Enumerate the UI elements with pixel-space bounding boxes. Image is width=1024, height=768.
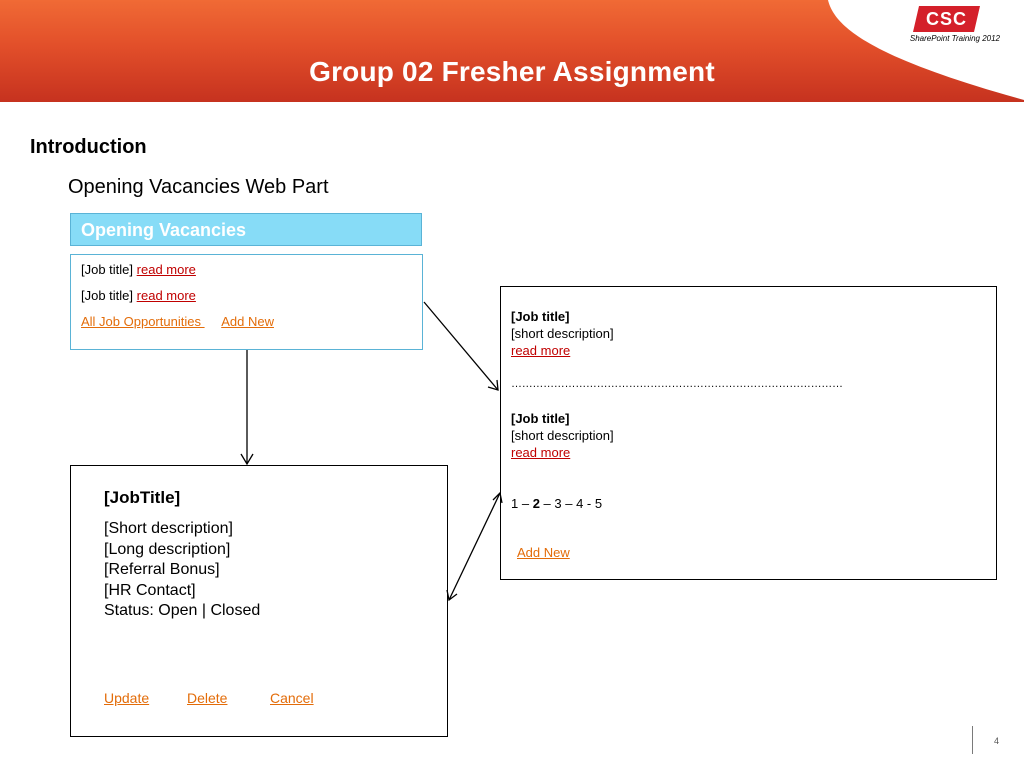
detail-field: [Referral Bonus]: [104, 561, 220, 578]
detail-field: [HR Contact]: [104, 582, 196, 599]
training-label: SharePoint Training 2012: [909, 34, 1000, 43]
add-new-link[interactable]: Add New: [221, 314, 274, 329]
list-separator: …………………………………………………………………………………: [511, 378, 843, 390]
detail-title: [JobTitle]: [104, 488, 181, 507]
pager: 1 – 2 – 3 – 4 - 5: [511, 496, 602, 511]
read-more-link[interactable]: read more: [511, 343, 571, 358]
detail-field: [Long description]: [104, 541, 231, 558]
list-item-description: [short description]: [511, 428, 614, 443]
pager-current-page[interactable]: 2: [532, 496, 540, 511]
webpart-links: All Job Opportunities Add New: [81, 314, 274, 329]
read-more-link[interactable]: read more: [511, 445, 571, 460]
webpart-row: [Job title] read more: [81, 262, 196, 277]
status-field: Status: Open | Closed: [104, 602, 261, 619]
detail-field: [Short description]: [104, 520, 233, 537]
list-view-box: [Job title] [short description] read mor…: [500, 286, 997, 580]
webpart-row: [Job title] read more: [81, 288, 196, 303]
slide-title: Group 02 Fresher Assignment: [309, 56, 715, 87]
update-link[interactable]: Update: [104, 690, 150, 706]
pager-page[interactable]: 1: [511, 496, 519, 511]
csc-logo-text: CSC: [925, 9, 967, 29]
list-item-title: [Job title]: [511, 309, 570, 324]
pager-pages[interactable]: – 3 – 4 - 5: [539, 496, 603, 511]
list-item-description: [short description]: [511, 326, 614, 341]
list-item-title: [Job title]: [511, 411, 570, 426]
detail-view-box: [JobTitle] [Short description] [Long des…: [70, 465, 448, 737]
webpart-body: [Job title] read more [Job title] read m…: [70, 254, 423, 350]
all-job-opportunities-link[interactable]: All Job Opportunities: [81, 314, 205, 329]
arrow-two-way: [448, 492, 501, 601]
section-heading: Introduction: [30, 136, 147, 158]
section-subheading: Opening Vacancies Web Part: [68, 176, 329, 198]
add-new-link[interactable]: Add New: [517, 545, 570, 560]
pager-separator: –: [518, 496, 533, 511]
arrow-to-list: [423, 301, 499, 391]
csc-logo-icon: [913, 6, 980, 32]
cancel-link[interactable]: Cancel: [270, 690, 314, 706]
webpart-title: Opening Vacancies: [70, 213, 422, 246]
job-title-text: [Job title]: [81, 288, 134, 303]
job-title-text: [Job title]: [81, 262, 134, 277]
read-more-link[interactable]: read more: [136, 262, 196, 277]
delete-link[interactable]: Delete: [187, 690, 228, 706]
footer-divider: [972, 726, 973, 754]
page-number: 4: [994, 736, 1000, 746]
read-more-link[interactable]: read more: [136, 288, 196, 303]
